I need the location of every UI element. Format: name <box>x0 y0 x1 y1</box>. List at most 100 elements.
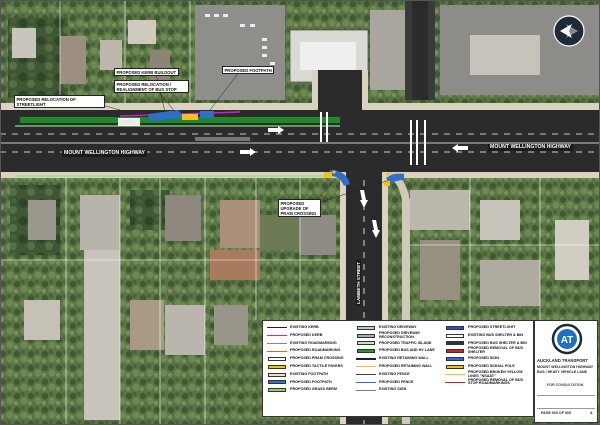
legend-item: PROPOSED DRIVEWAY RECONSTRUCTION <box>356 330 444 340</box>
legend-label: PROPOSED FENCE <box>379 379 414 384</box>
legend-swatch <box>267 341 287 346</box>
legend-item: EXISTING RETAINING WALL <box>356 355 444 363</box>
legend-swatch <box>267 380 287 385</box>
legend-label: EXISTING FOOTPATH <box>290 371 328 376</box>
legend-item: PROPOSED ROADMARKING <box>267 347 355 355</box>
legend-item: PROPOSED TRAFFIC ISLAND <box>356 340 444 348</box>
logo-text: AT <box>561 335 574 346</box>
legend-swatch <box>356 349 376 354</box>
legend-label: PROPOSED SIGN <box>468 356 499 361</box>
legend-label: PROPOSED REMOVAL OF BUS STOP ROADMARKING… <box>468 377 523 386</box>
legend-item: PROPOSED SIGN <box>445 355 533 363</box>
legend-label: PROPOSED RETAINING WALL <box>379 363 433 368</box>
legend-swatch <box>356 380 376 385</box>
legend-label: EXISTING BUS SHELTER & BIN <box>468 332 524 337</box>
legend-item: PROPOSED PRAM CROSSING <box>267 355 355 363</box>
legend-label: EXISTING SIGN <box>379 387 407 392</box>
legend-label: PROPOSED FOOTPATH <box>290 379 332 384</box>
legend-column-1: EXISTING KERB PROPOSED KERB EXISTING ROADM… <box>267 324 355 394</box>
page-number: PAGE 003 OF 003 <box>541 411 571 415</box>
legend-item: PROPOSED REMOVAL OF BUS SHELTER <box>445 347 533 355</box>
callout-kerb-buildout: PROPOSED KERB BUILDOUT <box>114 68 179 77</box>
legend-item: PROPOSED STREETLIGHT <box>445 324 533 332</box>
legend-swatch <box>445 349 465 354</box>
legend-swatch <box>445 372 465 377</box>
side-street-name: LAMBETH STREET <box>356 260 361 306</box>
legend-label: PROPOSED KERB <box>290 332 323 337</box>
legend-swatch <box>267 325 287 330</box>
legend-label: PROPOSED BUS SHELTER & BIN <box>468 340 527 345</box>
legend-swatch <box>445 333 465 338</box>
legend-item: PROPOSED RETAINING WALL <box>356 363 444 371</box>
legend-swatch <box>445 357 465 362</box>
legend-swatch <box>267 357 287 362</box>
callout-relocation-bus-stop: PROPOSED RELOCATION / REALIGNMENT OF BUS… <box>114 80 189 94</box>
legend-item: PROPOSED REMOVAL OF BUS STOP ROADMARKING… <box>445 377 533 387</box>
legend-item: PROPOSED FOOTPATH <box>267 379 355 387</box>
legend-label: PROPOSED BROKEN YELLOW LINES "NSAAT" <box>468 369 523 378</box>
legend-item: PROPOSED KERB <box>267 332 355 340</box>
project-line-1: MOUNT WELLINGTON HIGHWAY <box>537 365 594 369</box>
callout-pram-crossing: PROPOSED UPGRADE OF PRAM CROSSING <box>278 199 321 218</box>
legend-item: EXISTING BUS SHELTER & BIN <box>445 332 533 340</box>
title-block: AT AUCKLAND TRANSPORT MOUNT WELLINGTON H… <box>534 320 598 423</box>
legend-swatch <box>356 388 376 393</box>
legend-swatch <box>267 364 287 369</box>
legend-label: EXISTING RETAINING WALL <box>379 356 429 361</box>
legend-swatch <box>356 364 376 369</box>
legend-item: PROPOSED SIGNAL POLE <box>445 363 533 371</box>
north-arrow-icon <box>553 15 585 47</box>
legend-swatch <box>267 333 287 338</box>
legend-swatch <box>356 357 376 362</box>
legend-swatch <box>445 325 465 330</box>
legend-label: PROPOSED PRAM CROSSING <box>290 356 344 361</box>
legend-label: EXISTING DRIVEWAY <box>379 325 417 329</box>
legend-item: EXISTING ROADMARKING <box>267 340 355 348</box>
at-logo-icon: AT <box>551 323 583 355</box>
legend-item: EXISTING FOOTPATH <box>267 371 355 379</box>
callout-relocation-streetlight: PROPOSED RELOCATION OF STREETLIGHT <box>14 95 105 109</box>
legend-label: PROPOSED DRIVEWAY RECONSTRUCTION <box>379 330 421 339</box>
legend-item: EXISTING FENCE <box>356 371 444 379</box>
legend-label: PROPOSED STREETLIGHT <box>468 325 516 329</box>
legend-item: EXISTING KERB <box>267 324 355 332</box>
project-line-2: BUS / HEAVY VEHICLE LANE <box>537 370 587 374</box>
legend-label: EXISTING KERB <box>290 325 319 329</box>
callout-footpath: PROPOSED FOOTPATH <box>222 66 275 75</box>
legend-swatch <box>267 349 287 354</box>
legend-label: EXISTING FENCE <box>379 371 410 376</box>
legend-item: PROPOSED FENCE <box>356 379 444 387</box>
legend-swatch <box>267 388 287 393</box>
legend-swatch <box>445 364 465 369</box>
sheet-info-row <box>537 395 595 409</box>
org-name: AUCKLAND TRANSPORT <box>537 358 588 363</box>
legend-swatch <box>356 372 376 377</box>
legend-label: PROPOSED TRAFFIC ISLAND <box>379 340 432 345</box>
legend-swatch <box>356 333 376 338</box>
legend-label: PROPOSED BUS AND HV LANE <box>379 348 435 353</box>
legend-item: PROPOSED BROKEN YELLOW LINES "NSAAT" <box>445 369 533 379</box>
legend-label: PROPOSED SIGNAL POLE <box>468 363 515 368</box>
legend-item: PROPOSED BUS AND HV LANE <box>356 347 444 355</box>
legend-swatch <box>445 341 465 346</box>
legend-item: PROPOSED GRASS BERM <box>267 386 355 394</box>
legend-label: EXISTING ROADMARKING <box>290 340 337 345</box>
legend-item: EXISTING DRIVEWAY <box>356 324 444 332</box>
legend-swatch <box>356 325 376 330</box>
road-name-right: MOUNT WELLINGTON HIGHWAY <box>488 144 573 151</box>
legend-swatch <box>356 341 376 346</box>
legend-column-3: PROPOSED STREETLIGHT EXISTING BUS SHELTER… <box>445 324 533 386</box>
legend-swatch <box>267 372 287 377</box>
legend-label: PROPOSED GRASS BERM <box>290 387 337 392</box>
legend-item: PROPOSED TACTILE PAVERS <box>267 363 355 371</box>
legend-swatch <box>445 380 465 385</box>
legend-item: PROPOSED BUS SHELTER & BIN <box>445 340 533 348</box>
legend-label: PROPOSED ROADMARKING <box>290 348 341 353</box>
legend-label: PROPOSED REMOVAL OF BUS SHELTER <box>468 346 523 355</box>
status-text: FOR CONSULTATION <box>547 383 584 387</box>
revision-letter: A <box>590 411 593 415</box>
legend-label: PROPOSED TACTILE PAVERS <box>290 363 343 368</box>
